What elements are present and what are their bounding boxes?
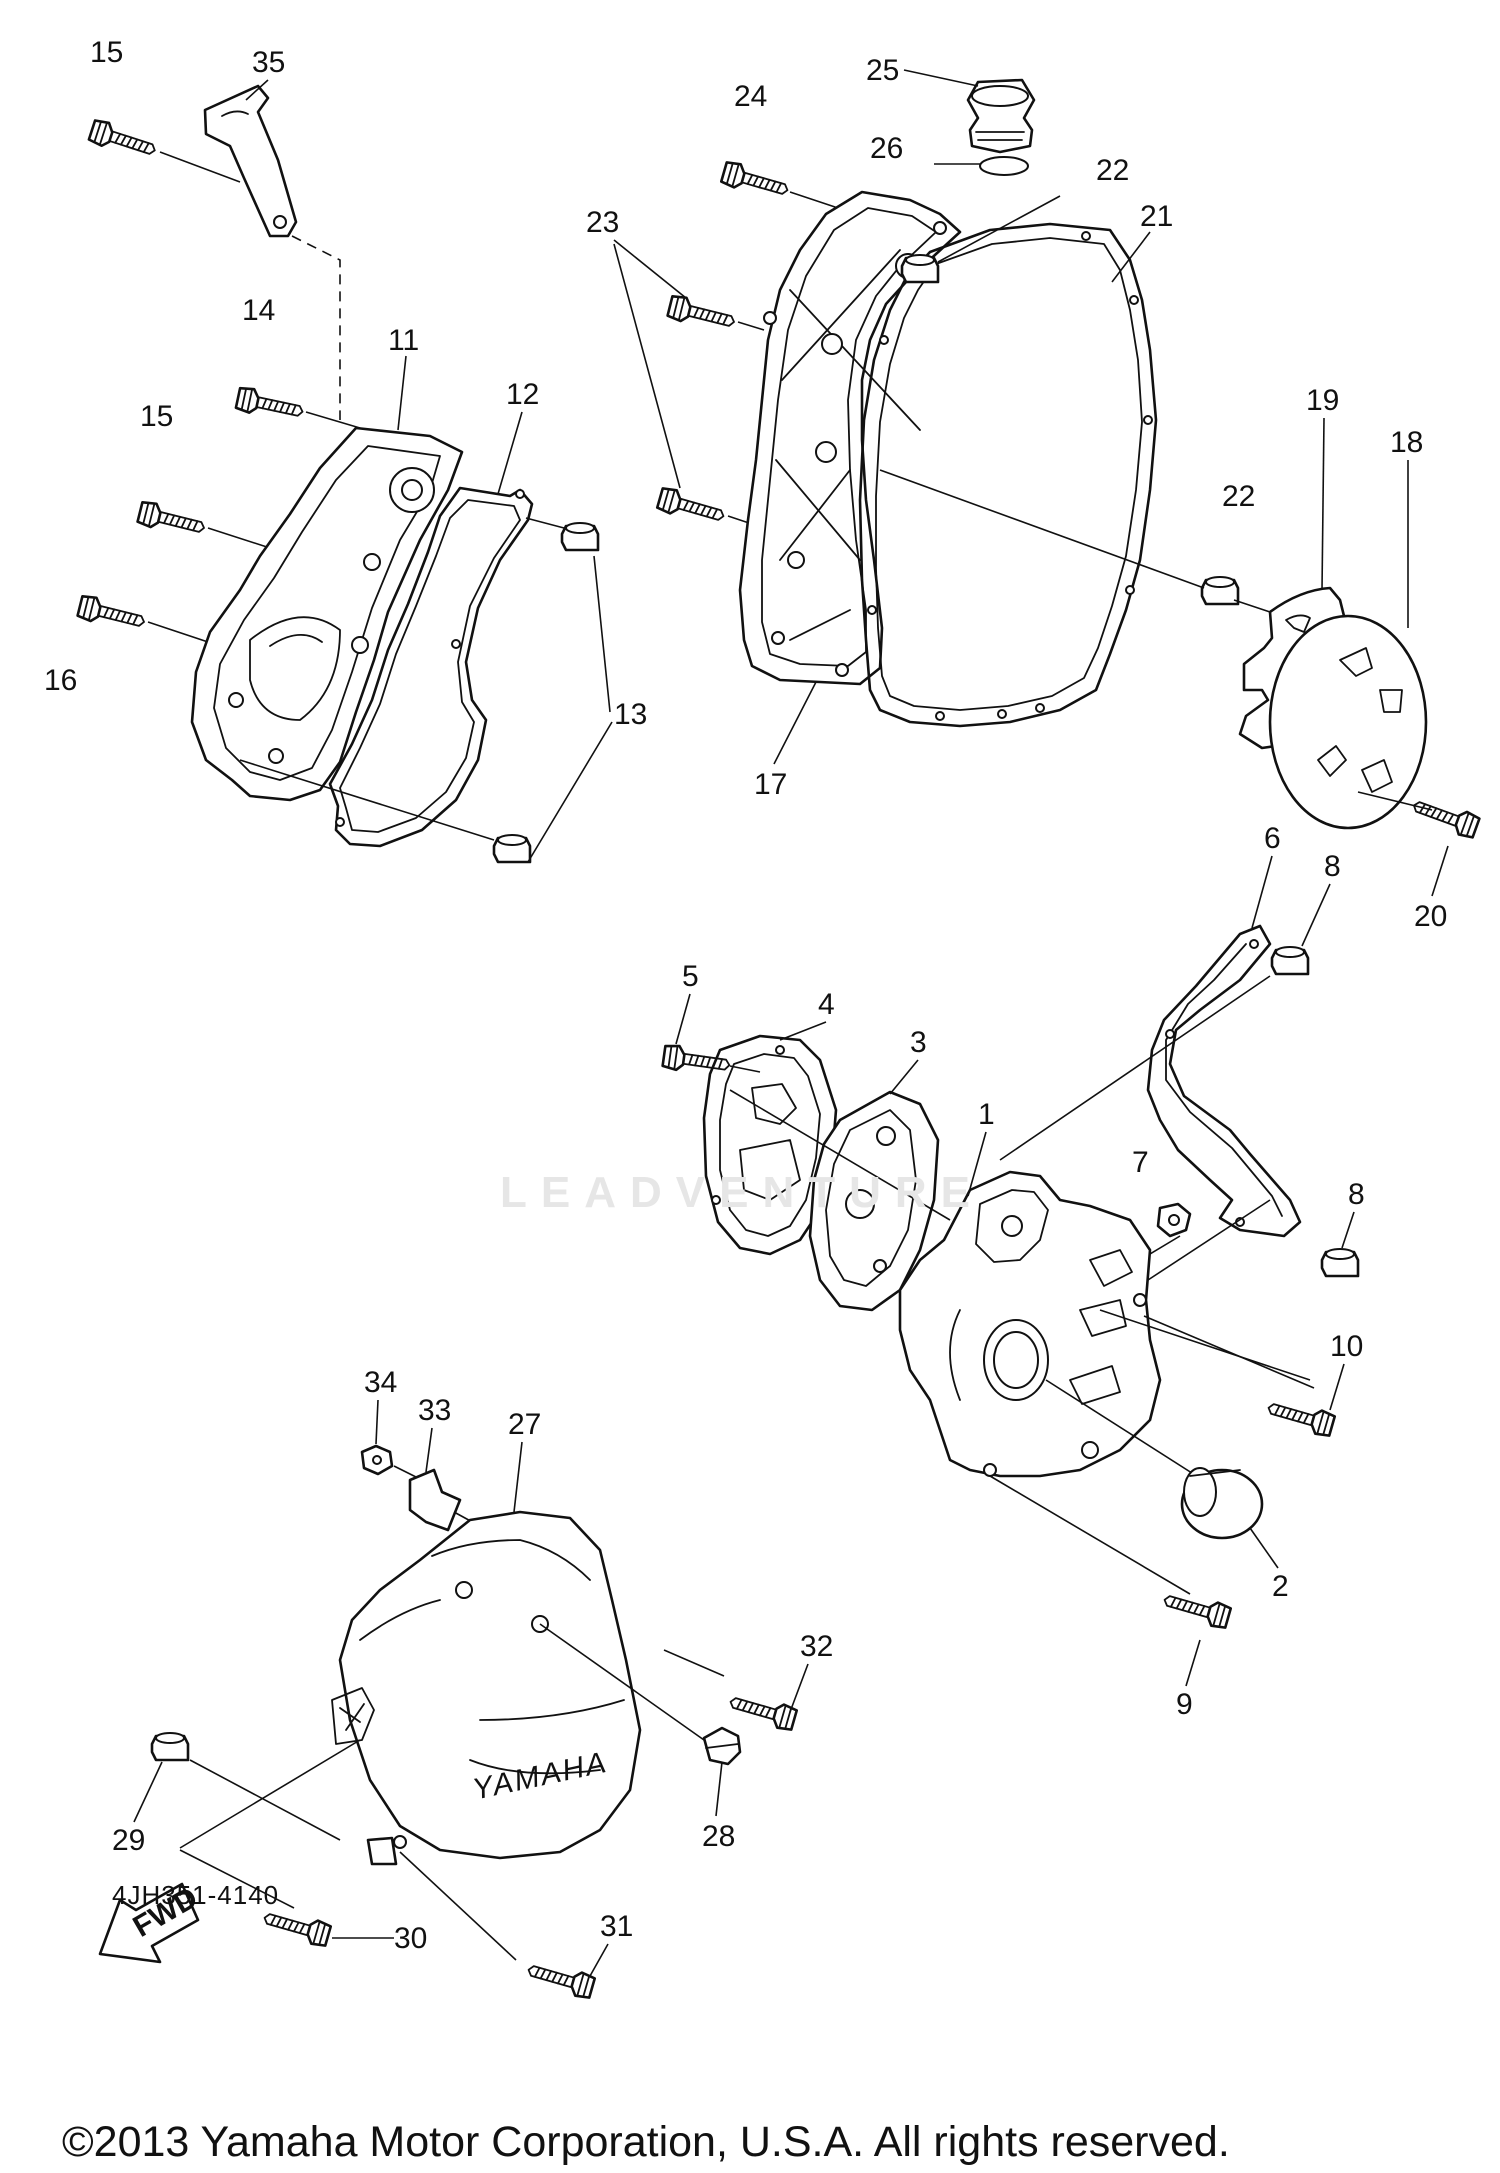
bolt-16 (75, 593, 149, 635)
generator-cover-group: YAMAHA FWD (98, 1444, 799, 2001)
dowel-pin-22-right (1200, 575, 1240, 606)
callout-23: 23 (586, 206, 619, 239)
callout-35: 35 (252, 46, 285, 79)
callout-19: 19 (1306, 384, 1339, 417)
bolt-23-lower (655, 485, 729, 530)
callout-26: 26 (870, 132, 903, 165)
callout-20: 20 (1414, 900, 1447, 933)
callout-15a: 15 (90, 36, 123, 69)
callout-4: 4 (818, 988, 835, 1021)
callout-31: 31 (600, 1910, 633, 1943)
copyright-notice: ©2013 Yamaha Motor Corporation, U.S.A. A… (62, 2118, 1230, 2166)
gasket-4 (702, 1034, 838, 1256)
generator-cover-27: YAMAHA (331, 1510, 642, 1866)
gasket-21 (858, 222, 1158, 728)
callout-15b: 15 (140, 400, 173, 433)
callout-17: 17 (754, 768, 787, 801)
callout-1: 1 (978, 1098, 995, 1131)
dowel-pin-8-upper (1270, 945, 1310, 976)
bolt-10 (1263, 1394, 1337, 1439)
callout-28: 28 (702, 1820, 735, 1853)
callout-14: 14 (242, 294, 275, 327)
bolt-14 (234, 384, 307, 425)
bolt-9 (1159, 1586, 1233, 1631)
callout-18: 18 (1390, 426, 1423, 459)
callout-labels: 15 35 14 11 12 15 16 13 25 24 26 22 21 2… (44, 36, 1449, 1977)
bolt-24 (719, 159, 793, 204)
callout-9: 9 (1176, 1688, 1193, 1721)
callout-3: 3 (910, 1026, 927, 1059)
bolt-15-mid (135, 499, 209, 541)
callout-21: 21 (1140, 200, 1173, 233)
callout-33: 33 (418, 1394, 451, 1427)
callout-13: 13 (614, 698, 647, 731)
bolt-31 (523, 1956, 597, 2001)
callout-5: 5 (682, 960, 699, 993)
crankcase-cover-3-group (661, 924, 1360, 1631)
gasket-6 (1146, 924, 1302, 1238)
callout-10: 10 (1330, 1330, 1363, 1363)
bolt-20 (1408, 792, 1482, 841)
dowel-pin-13-top (560, 521, 600, 552)
watermark: LEADVENTURE (500, 1168, 985, 1217)
bolt-28 (539, 1623, 742, 1766)
crankcase-cover-11 (190, 426, 464, 802)
gasket-12 (328, 486, 534, 848)
callout-11: 11 (388, 324, 419, 357)
callout-29: 29 (112, 1824, 145, 1857)
callout-27: 27 (508, 1408, 541, 1441)
nut-34 (360, 1444, 394, 1476)
o-ring-26 (979, 156, 1029, 176)
plug-2 (1180, 1467, 1264, 1540)
dowel-pin-13-bottom (492, 833, 532, 864)
callout-34: 34 (364, 1366, 397, 1399)
bolt-23-upper (665, 293, 739, 335)
callout-2: 2 (1272, 1570, 1289, 1603)
callout-8b: 8 (1348, 1178, 1365, 1211)
crankcase-cover-2-group (655, 78, 1271, 728)
callout-32: 32 (800, 1630, 833, 1663)
callout-30: 30 (394, 1922, 427, 1955)
bolt-15-top (86, 117, 160, 164)
bolt-30 (259, 1904, 333, 1949)
callout-7: 7 (1132, 1146, 1149, 1179)
callout-12: 12 (506, 378, 539, 411)
callout-22b: 22 (1222, 480, 1255, 513)
dowel-pin-29 (150, 1731, 190, 1762)
callout-24: 24 (734, 80, 767, 113)
callout-22a: 22 (1096, 154, 1129, 187)
crankcase-cover-1-group (75, 84, 613, 864)
oil-filler-cap-25 (966, 78, 1036, 154)
callout-25: 25 (866, 54, 899, 87)
diagram-code: 4JH351-4140 (112, 1880, 280, 1910)
clamp-33 (408, 1468, 462, 1532)
dowel-pin-8-lower (1320, 1247, 1360, 1278)
dowel-pin-22-upper (900, 253, 940, 284)
callout-16: 16 (44, 664, 77, 697)
bolt-32 (725, 1688, 799, 1733)
callout-6: 6 (1264, 822, 1281, 855)
nut-7 (1156, 1202, 1192, 1238)
plate-18 (1268, 614, 1428, 830)
callout-8a: 8 (1324, 850, 1341, 883)
plates-group (1238, 586, 1482, 841)
bracket-35 (203, 84, 298, 238)
